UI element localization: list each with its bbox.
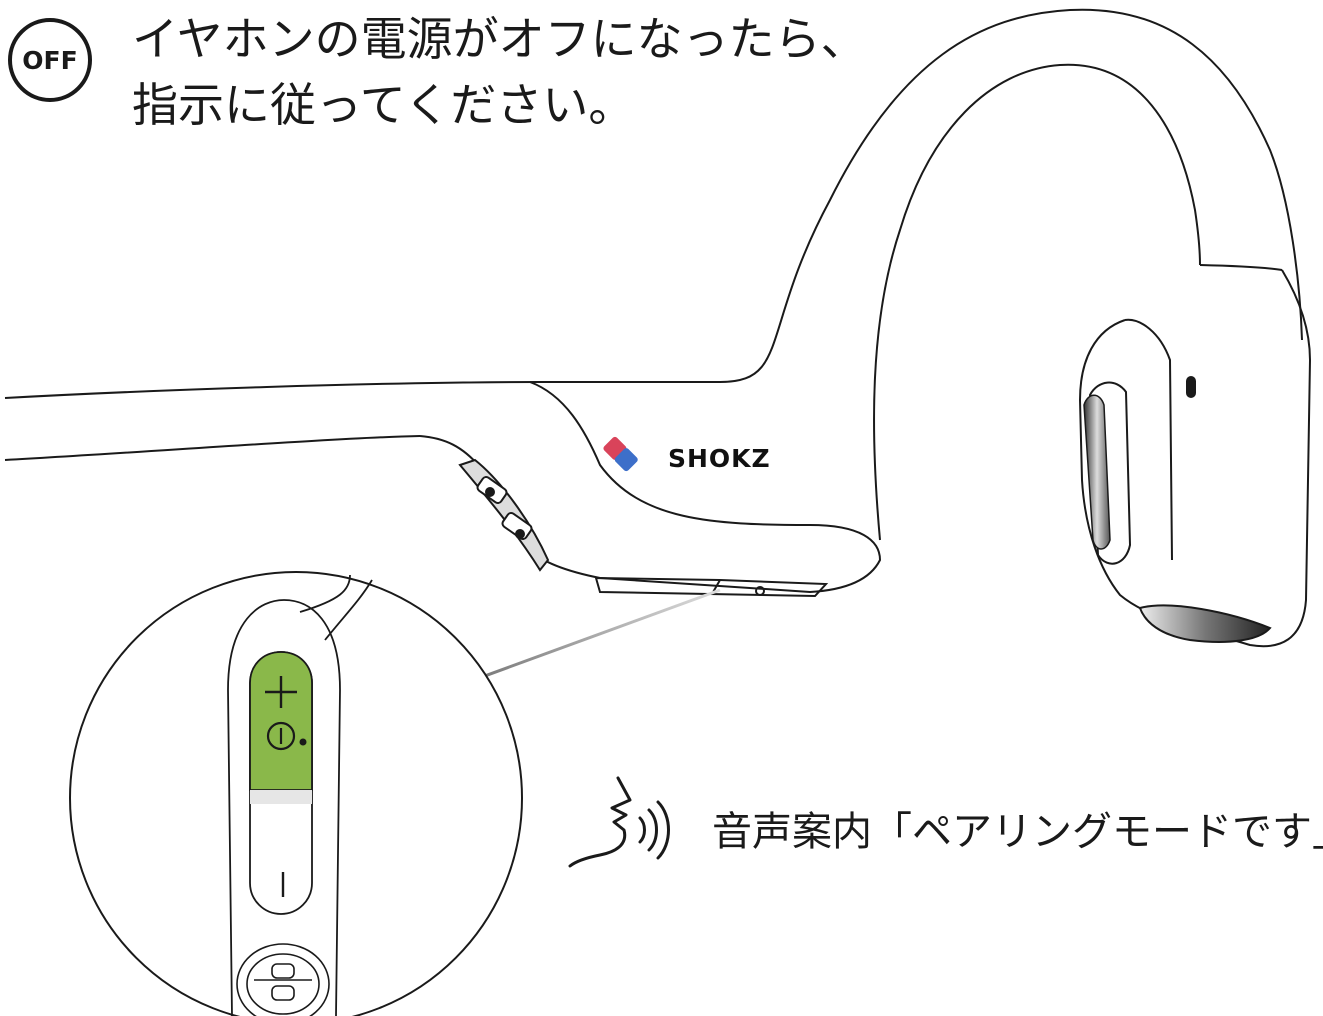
volume-up-power-button[interactable]	[249, 651, 313, 791]
instruction-text: イヤホンの電源がオフになったら、 指示に従ってください。	[132, 6, 867, 138]
instruction-line-2: 指示に従ってください。	[132, 78, 635, 132]
voice-icon	[568, 776, 670, 868]
off-label: OFF	[22, 45, 78, 75]
speaker-pad	[1083, 394, 1111, 550]
zoom-circle	[69, 571, 523, 1016]
instruction-line-1: イヤホンの電源がオフになったら、	[132, 12, 867, 66]
brand-logo: SHOKZ	[668, 444, 771, 473]
plus-icon	[265, 676, 297, 708]
mic-hole	[1186, 376, 1196, 398]
power-icon	[266, 721, 296, 751]
voice-prompt-text: 音声案内「ペアリングモードです」	[712, 809, 1323, 855]
off-icon: OFF	[8, 18, 92, 102]
headband	[4, 8, 1312, 648]
charging-port	[236, 943, 330, 1016]
led-indicator	[603, 436, 638, 472]
